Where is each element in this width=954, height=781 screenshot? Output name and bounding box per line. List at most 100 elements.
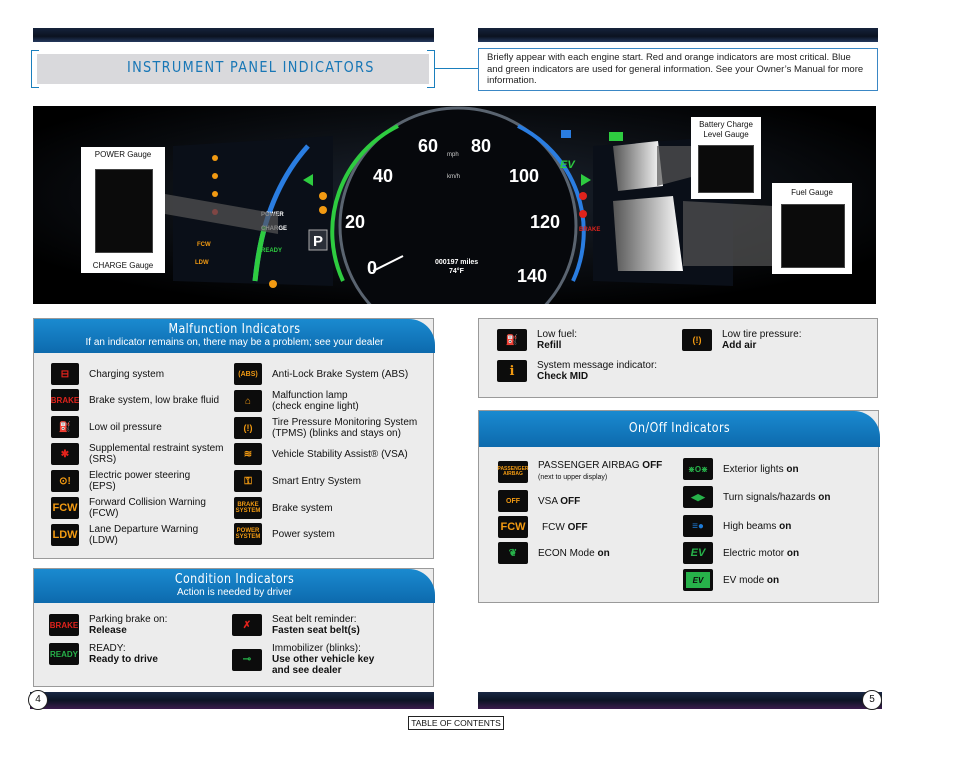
malfunction-item-oil: ⛽ Low oil pressure [51,416,162,438]
tire-pressure-icon: (!) [682,329,712,351]
intro-text: Briefly appear with each engine start. R… [478,48,878,91]
high-beam-icon: ≡● [683,515,713,537]
power-system-text-icon: POWER SYSTEM [234,523,262,545]
condition-item-parking-brake: BRAKE Parking brake on:Release [49,614,168,636]
unit-kmh: km/h [447,174,460,180]
seatbelt-icon: ✗ [232,614,262,636]
malfunction-item-ldw: LDW Lane Departure Warning (LDW) [51,524,199,546]
malfunction-title: Malfunction Indicators [168,322,301,337]
onoff-item-vsa: OFF VSA OFF [498,490,580,512]
abs-icon: (ABS) [234,363,262,385]
page-number-right: 5 [862,690,882,710]
battery-gauge-callout: Battery Charge Level Gauge [691,117,761,199]
speed-0: 0 [367,258,377,278]
brake-system-text-icon: BRAKE SYSTEM [234,497,262,519]
onoff-item-ev-mode: EV EV mode on [683,569,779,591]
ev-label: EV [560,159,576,171]
title-box [37,54,429,84]
battery-gauge-label: Battery Charge Level Gauge [699,120,753,139]
fcw-label: FCW [197,242,211,248]
speed-100: 100 [509,166,539,186]
top-bar-right [478,28,878,42]
malfunction-panel: Malfunction Indicators If an indicator r… [33,318,435,559]
speed-140: 140 [517,266,547,286]
power-gauge-callout: POWER Gauge CHARGE Gauge [81,147,165,273]
malfunction-item-power-system: POWER SYSTEM Power system [234,523,335,545]
condition-item-immobilizer: ⊸ Immobilizer (blinks):Use other vehicle… [232,643,392,676]
speed-60: 60 [418,136,438,156]
ldw-text-icon: LDW [51,524,79,546]
instrument-cluster-image: 0 20 40 60 80 100 120 140 mph km/h 00019… [33,106,876,304]
table-of-contents-link[interactable]: TABLE OF CONTENTS [408,716,504,730]
top-bar-left [33,28,434,42]
condition-subtitle: Action is needed by driver [176,587,293,598]
speed-40: 40 [373,166,393,186]
speed-20: 20 [345,212,365,232]
brake-label: BRAKE [579,227,600,233]
page-title-frame: INSTRUMENT PANEL INDICATORS [31,50,435,88]
malfunction-item-check-engine: ⌂ Malfunction lamp (check engine light) [234,390,372,412]
malfunction-item-fcw: FCW Forward Collision Warning (FCW) [51,497,206,519]
unit-mph: mph [447,152,459,158]
vsa-off-icon: OFF [498,490,528,512]
power-gauge-inset [95,169,153,253]
ready-icon: READY [49,643,79,665]
ldw-label: LDW [195,260,209,266]
malfunction-item-vsa: ≋ Vehicle Stability Assist® (VSA) [234,443,408,465]
exterior-lights-icon: ⋇O⋇ [683,458,713,480]
onoff-item-passenger-airbag: PASSENGER AIRBAG PASSENGER AIRBAG OFF(ne… [497,460,663,483]
malfunction-item-abs: (ABS) Anti-Lock Brake System (ABS) [234,363,408,385]
charge-gauge-label: CHARGE Gauge [92,261,154,270]
tpms-icon: (!) [234,417,262,439]
malfunction-item-eps: ⊙! Electric power steering (EPS) [51,470,209,492]
onoff-item-turn-signals: ◀▶ Turn signals/hazards on [683,486,830,508]
info-icon: i [497,360,527,382]
fuel-gauge-label: Fuel Gauge [791,188,833,197]
bottom-bar-left [30,692,434,709]
power-gauge-label: POWER Gauge [94,150,152,159]
malfunction-item-smart-entry: ⚿ Smart Entry System [234,470,361,492]
engine-icon: ⌂ [234,390,262,412]
fuel-gauge-callout: Fuel Gauge [772,183,852,274]
malfunction-item-brake: BRAKE Brake system, low brake fluid [51,389,219,411]
steering-icon: ⊙! [51,470,79,492]
fcw-text-icon: FCW [51,497,79,519]
info-item-system-message: i System message indicator:Check MID [497,360,657,382]
gear-indicator: P [313,233,323,250]
oil-can-icon: ⛽ [51,416,79,438]
onoff-header: On/Off Indicators [479,411,880,447]
parking-brake-icon: BRAKE [49,614,79,636]
fuel-gauge-inset [781,204,845,268]
title-bracket-right [427,50,435,88]
onoff-item-electric-motor: EV Electric motor on [683,542,799,564]
speed-80: 80 [471,136,491,156]
smart-entry-icon: ⚿ [234,470,262,492]
onoff-item-exterior-lights: ⋇O⋇ Exterior lights on [683,458,799,480]
odometer: 000197 miles [435,259,478,266]
info-indicators-panel: ⛽ Low fuel:Refill i System message indic… [478,318,878,398]
malfunction-item-charging: ⊟ Charging system [51,363,164,385]
malfunction-subtitle: If an indicator remains on, there may be… [85,337,384,348]
onoff-title: On/Off Indicators [628,421,731,436]
condition-title: Condition Indicators [174,572,295,587]
fcw-off-icon: FCW [498,516,528,538]
info-item-low-tire: (!) Low tire pressure:Add air [682,329,801,351]
airbag-icon: ✱ [51,443,79,465]
ready-label: READY [261,248,282,254]
page-title: INSTRUMENT PANEL INDICATORS [127,58,375,76]
speed-120: 120 [530,212,560,232]
info-item-low-fuel: ⛽ Low fuel:Refill [497,329,577,351]
onoff-item-fcw: FCW FCW OFF [498,516,588,538]
title-connector-line [435,68,478,69]
malfunction-item-brake-system: BRAKE SYSTEM Brake system [234,497,333,519]
condition-item-ready: READY READY:Ready to drive [49,643,158,665]
immobilizer-icon: ⊸ [232,648,262,671]
speed-labels: 0 20 40 60 80 100 120 140 [345,136,560,286]
malfunction-item-tpms: (!) Tire Pressure Monitoring System (TPM… [234,417,432,439]
malfunction-header: Malfunction Indicators If an indicator r… [34,319,435,353]
onoff-item-high-beams: ≡● High beams on [683,515,791,537]
battery-gauge-inset [698,145,754,193]
onoff-item-econ: ❦ ECON Mode on [498,542,610,564]
passenger-airbag-off-icon: PASSENGER AIRBAG [497,460,529,483]
page-number-left: 4 [28,690,48,710]
